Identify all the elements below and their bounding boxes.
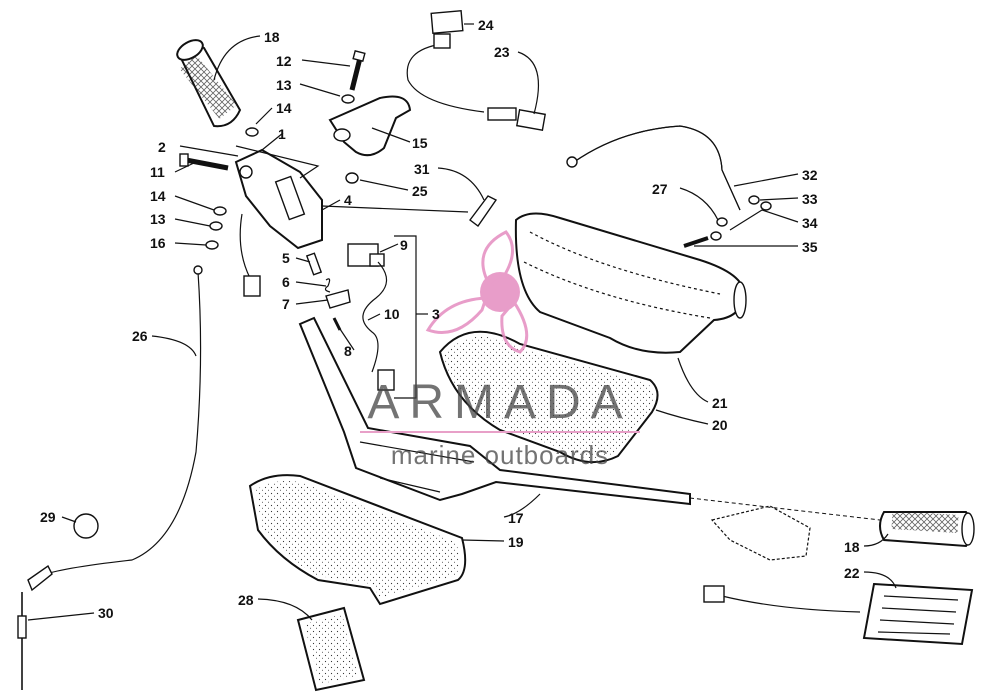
watermark-brand-text: ARMADA bbox=[367, 376, 632, 429]
callout-27: 27 bbox=[652, 181, 668, 197]
left-washer-13 bbox=[209, 221, 223, 231]
callout-25: 25 bbox=[412, 183, 428, 199]
pin-5 bbox=[305, 252, 323, 276]
kill-switch bbox=[347, 243, 385, 267]
grip-heater-element bbox=[703, 582, 974, 646]
callout-18-right-grip: 18 bbox=[844, 539, 860, 555]
right-hand-grip bbox=[879, 511, 975, 548]
callout-labels: 18 12 13 14 1 2 11 14 13 16 15 25 31 24 … bbox=[40, 17, 860, 621]
callout-23: 23 bbox=[494, 44, 510, 60]
callout-28: 28 bbox=[238, 592, 254, 608]
brand-watermark: ARMADA marine outboards bbox=[360, 230, 640, 470]
callout-32: 32 bbox=[802, 167, 818, 183]
callout-14-top: 14 bbox=[276, 100, 292, 116]
throttle-sensor-harness bbox=[406, 33, 547, 131]
callout-18-left-grip: 18 bbox=[264, 29, 280, 45]
callout-13-left: 13 bbox=[150, 211, 166, 227]
bracket-nut bbox=[345, 172, 359, 184]
callout-17: 17 bbox=[508, 510, 524, 526]
throttle-cable bbox=[39, 265, 203, 577]
callout-29: 29 bbox=[40, 509, 56, 525]
cable-end-fitting bbox=[17, 564, 53, 690]
top-nut bbox=[245, 127, 259, 137]
callout-20: 20 bbox=[712, 417, 728, 433]
callout-8: 8 bbox=[344, 343, 352, 359]
callout-31: 31 bbox=[414, 161, 430, 177]
top-washer bbox=[341, 94, 355, 104]
callout-19: 19 bbox=[508, 534, 524, 550]
heater-cable bbox=[566, 125, 741, 211]
cable-clamp bbox=[73, 513, 99, 539]
callout-3: 3 bbox=[432, 306, 440, 322]
callout-2: 2 bbox=[158, 139, 166, 155]
handlebar bbox=[298, 316, 691, 506]
callout-4: 4 bbox=[344, 192, 352, 208]
bracket-7 bbox=[325, 289, 351, 309]
callout-34: 34 bbox=[802, 215, 818, 231]
top-bolt bbox=[349, 49, 366, 91]
handlebar-pad-cover bbox=[514, 212, 747, 354]
callout-10: 10 bbox=[384, 306, 400, 322]
housing-wire-connector bbox=[239, 213, 261, 297]
callout-13-top: 13 bbox=[276, 77, 292, 93]
left-hand-grip bbox=[176, 39, 242, 128]
callout-6: 6 bbox=[282, 274, 290, 290]
callout-14-left: 14 bbox=[150, 188, 166, 204]
wire-clip bbox=[469, 195, 498, 227]
callout-15: 15 bbox=[412, 135, 428, 151]
callout-12: 12 bbox=[276, 53, 292, 69]
sensor-pad bbox=[430, 9, 464, 35]
callout-9: 9 bbox=[400, 237, 408, 253]
watermark-tagline-text: marine outboards bbox=[391, 440, 609, 470]
callout-7: 7 bbox=[282, 296, 290, 312]
strap bbox=[296, 606, 366, 692]
spring-6 bbox=[324, 278, 331, 293]
handlebar-pad-lower bbox=[438, 330, 659, 463]
callout-24: 24 bbox=[478, 17, 494, 33]
callout-16: 16 bbox=[150, 235, 166, 251]
housing-bolt bbox=[179, 153, 229, 171]
callout-21: 21 bbox=[712, 395, 728, 411]
left-washer-14 bbox=[213, 206, 227, 216]
callout-11: 11 bbox=[150, 164, 165, 180]
callout-22: 22 bbox=[844, 565, 860, 581]
switch-harness bbox=[362, 261, 395, 391]
throttle-housing bbox=[234, 148, 323, 250]
propeller-logo-icon bbox=[425, 230, 529, 354]
leader-lines bbox=[27, 23, 897, 621]
assembly-bracket bbox=[394, 235, 417, 399]
lower-cover bbox=[248, 474, 467, 606]
callout-35: 35 bbox=[802, 239, 818, 255]
throttle-bracket bbox=[328, 95, 412, 157]
callout-30: 30 bbox=[98, 605, 114, 621]
callout-33: 33 bbox=[802, 191, 818, 207]
phantom-throttle-lever bbox=[689, 497, 881, 561]
callout-26: 26 bbox=[132, 328, 148, 344]
callout-5: 5 bbox=[282, 250, 290, 266]
mounting-hardware bbox=[683, 195, 772, 248]
left-nut-16 bbox=[205, 240, 219, 250]
callout-1: 1 bbox=[278, 126, 286, 142]
